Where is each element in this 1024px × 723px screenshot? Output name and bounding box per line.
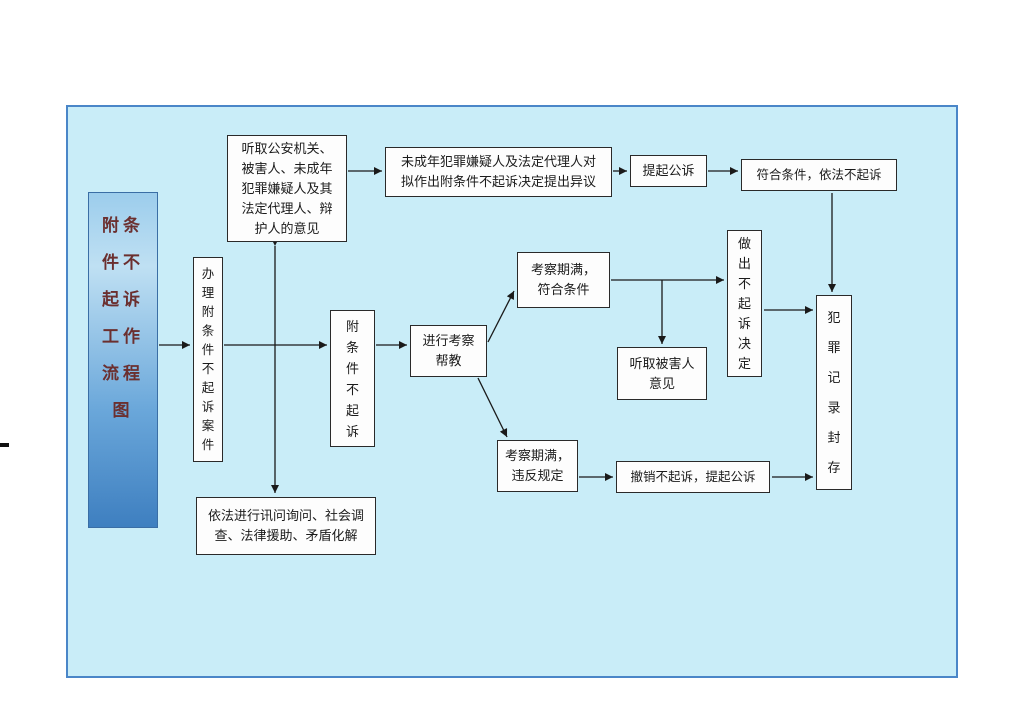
node-objection-raised: 未成年犯罪嫌疑人及法定代理人对 拟作出附条件不起诉决定提出异议: [385, 147, 612, 197]
node-period-expired-conditions-met: 考察期满， 符合条件: [517, 252, 610, 308]
node-inspection-assistance: 进行考察 帮教: [410, 325, 487, 377]
node-criminal-record-sealing: 犯 罪 记 录 封 存: [816, 295, 852, 490]
node-initiate-prosecution: 提起公诉: [630, 155, 707, 187]
node-handle-conditional-case: 办 理 附 条 件 不 起 诉 案 件: [193, 257, 223, 462]
node-conditional-non-prosecution: 附 条 件 不 起 诉: [330, 310, 375, 447]
node-listen-victim-opinion: 听取被害人 意见: [617, 347, 707, 400]
node-revoke-and-prosecute: 撤销不起诉，提起公诉: [616, 461, 770, 493]
node-period-expired-violation: 考察期满， 违反规定: [497, 440, 578, 492]
flowchart-title: 附条 件不 起诉 工作 流程 图: [88, 192, 158, 528]
scan-artifact-mark: [0, 443, 9, 447]
node-non-prosecution-decision: 做 出 不 起 诉 决 定: [727, 230, 762, 377]
node-meet-conditions-no-prosecution: 符合条件，依法不起诉: [741, 159, 897, 191]
node-legal-procedures: 依法进行讯问询问、社会调 查、法律援助、矛盾化解: [196, 497, 376, 555]
node-listen-opinions: 听取公安机关、 被害人、未成年 犯罪嫌疑人及其 法定代理人、辩 护人的意见: [227, 135, 347, 242]
